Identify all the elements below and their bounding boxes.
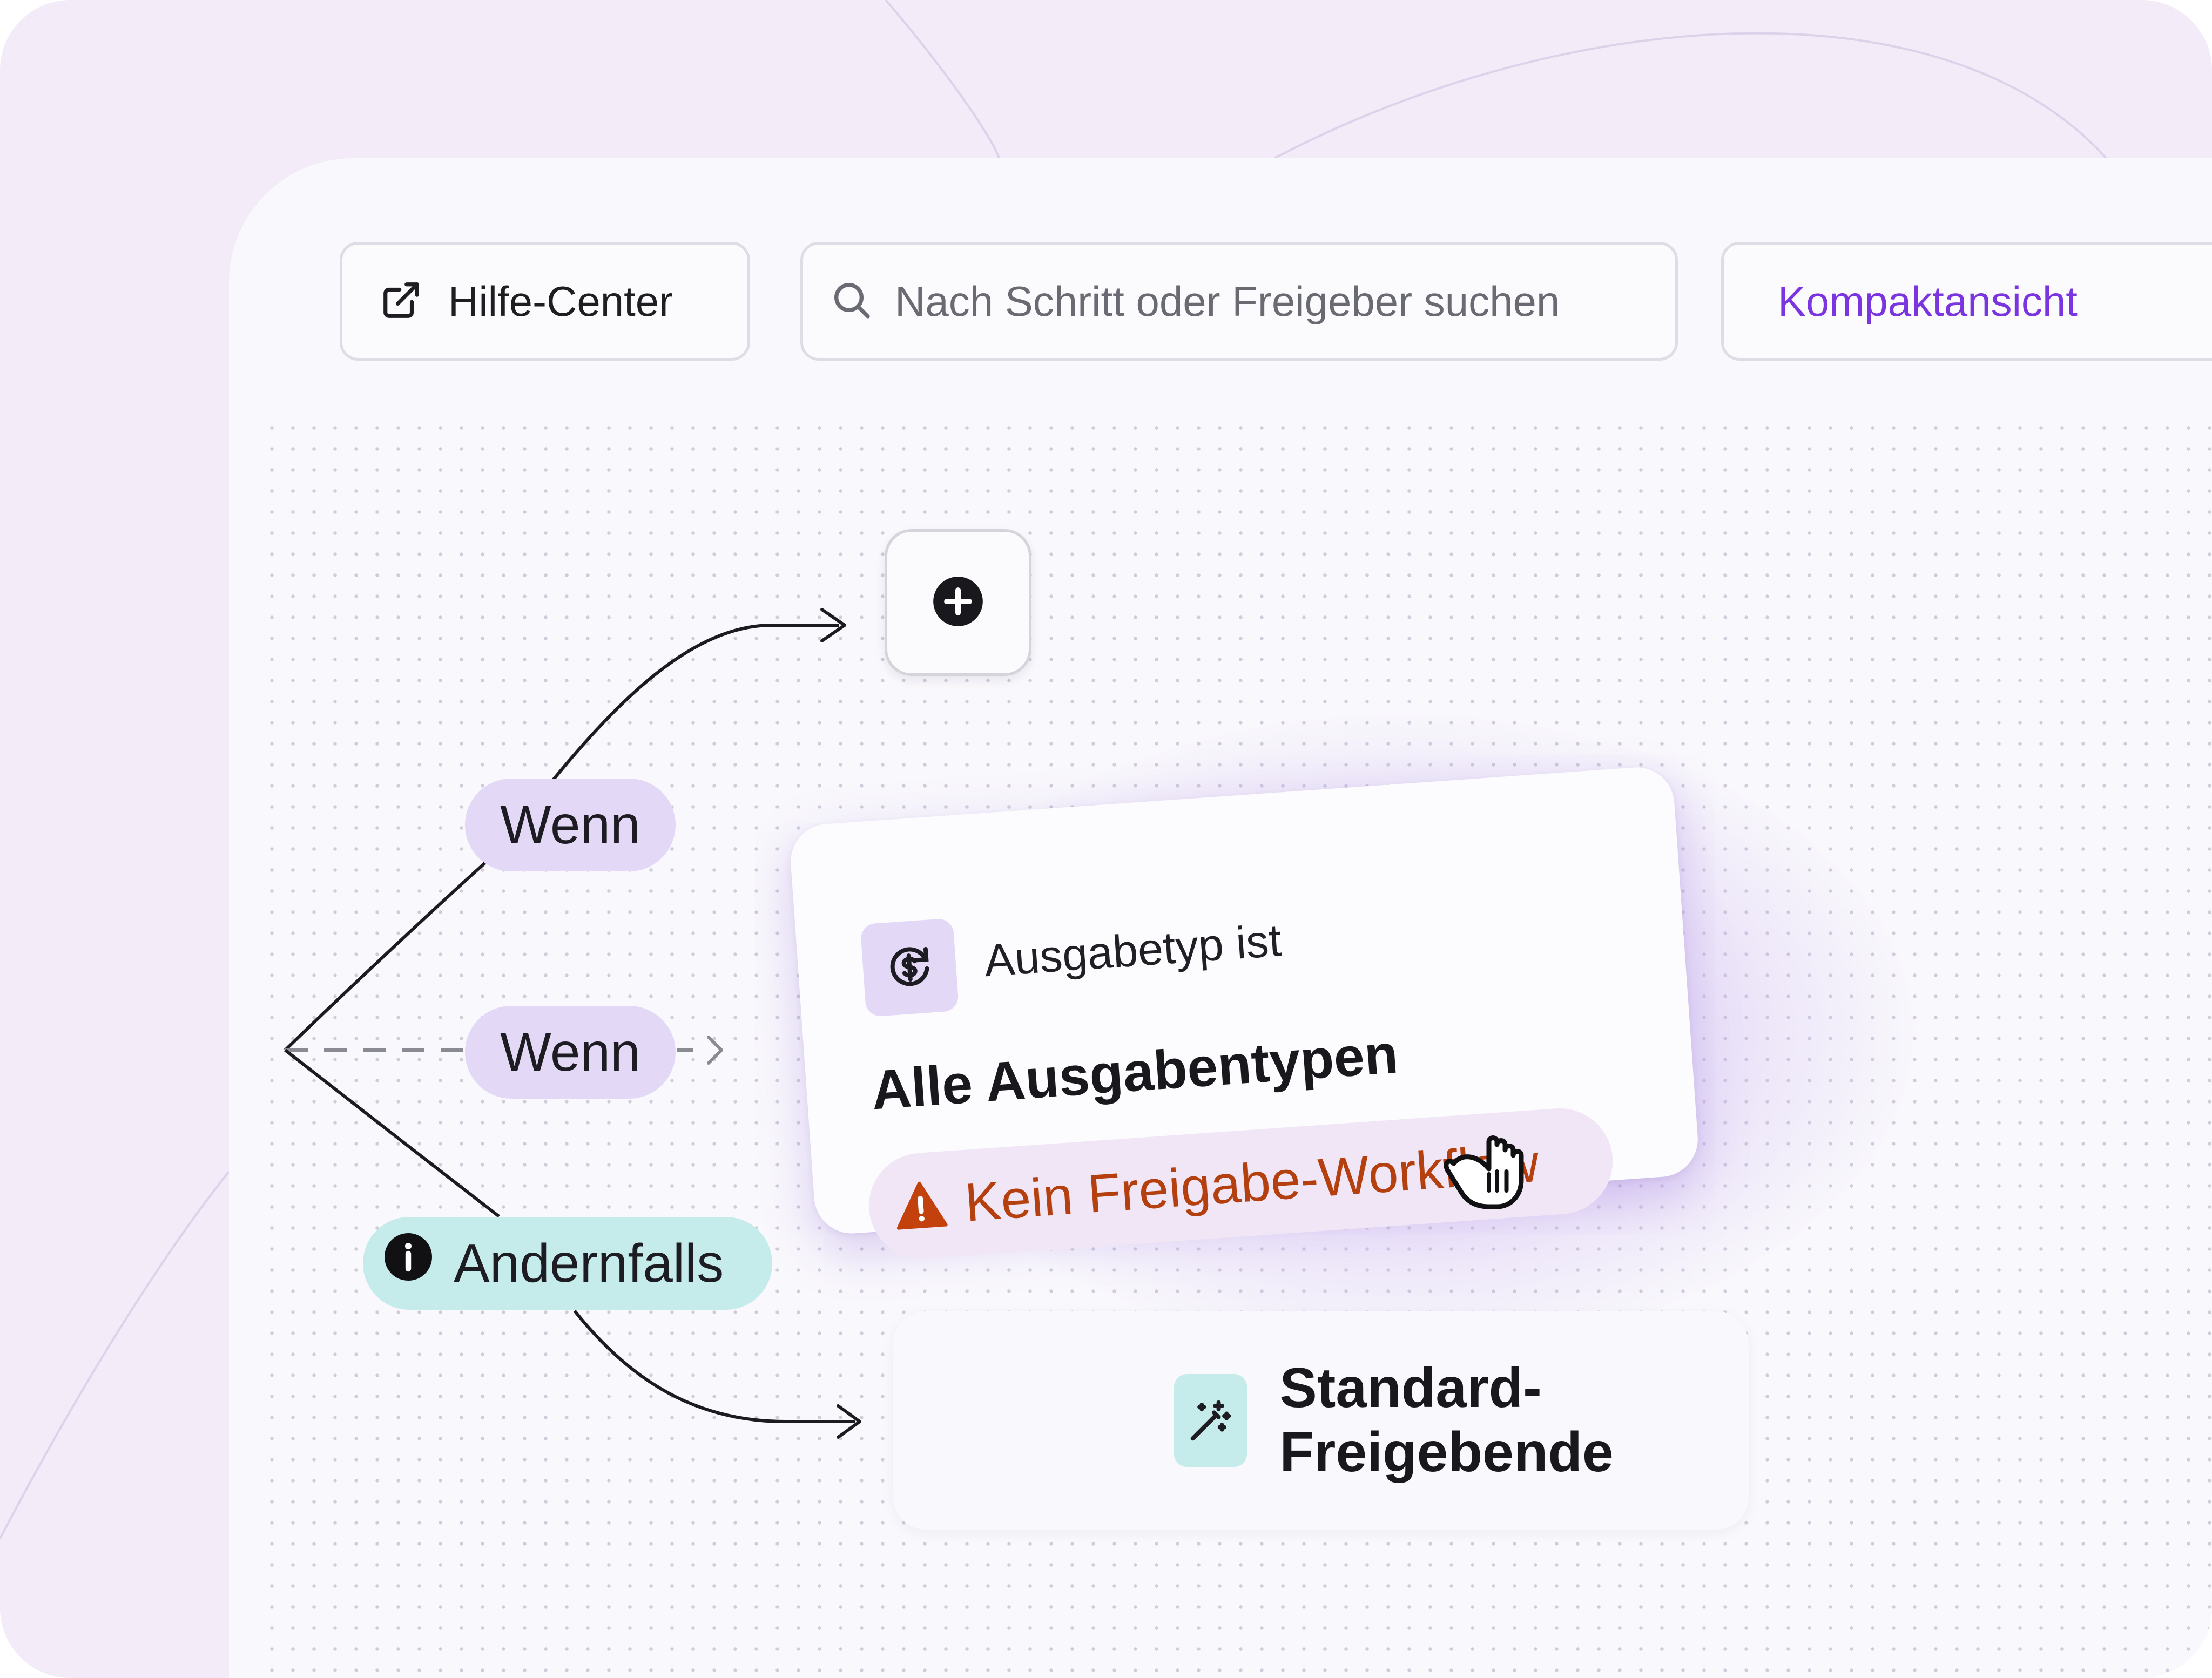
currency-exchange-icon xyxy=(860,918,960,1017)
info-icon xyxy=(382,1231,434,1296)
plus-circle-icon xyxy=(931,574,985,631)
search-icon xyxy=(830,279,873,324)
add-step-button[interactable] xyxy=(885,529,1031,676)
condition-branch-pill[interactable]: Wenn xyxy=(465,1006,676,1099)
condition-label: Ausgabetyp ist xyxy=(982,915,1283,986)
search-input[interactable] xyxy=(895,276,1640,326)
external-link-icon xyxy=(380,279,422,324)
branch-label: Andernfalls xyxy=(454,1233,724,1294)
compact-view-label: Kompaktansicht xyxy=(1778,277,2078,325)
condition-branch-pill[interactable]: Wenn xyxy=(465,779,676,871)
branch-label: Wenn xyxy=(500,794,640,855)
default-approver-step[interactable]: Standard-Freigebende xyxy=(893,1311,1749,1530)
condition-value: Alle Ausgabentypen xyxy=(869,1023,1400,1121)
magic-wand-icon xyxy=(1174,1374,1247,1467)
branch-label: Wenn xyxy=(500,1021,640,1082)
compact-view-button[interactable]: Kompaktansicht xyxy=(1721,242,2212,361)
help-center-button[interactable]: Hilfe-Center xyxy=(340,242,750,361)
condition-card[interactable]: Ausgabetyp ist Alle Ausgabentypen Kein F… xyxy=(788,764,1701,1263)
workflow-panel: Hilfe-Center Kompaktansicht xyxy=(229,158,2212,1678)
default-approver-label: Standard-Freigebende xyxy=(1279,1357,1614,1484)
grab-hand-cursor-icon xyxy=(1438,1126,1529,1215)
search-box[interactable] xyxy=(800,242,1678,361)
fallback-branch-pill[interactable]: Andernfalls xyxy=(363,1217,772,1310)
warning-badge[interactable]: Kein Freigabe-Workflow xyxy=(865,1105,1616,1263)
warning-triangle-icon xyxy=(893,1179,948,1233)
help-center-label: Hilfe-Center xyxy=(448,277,673,325)
